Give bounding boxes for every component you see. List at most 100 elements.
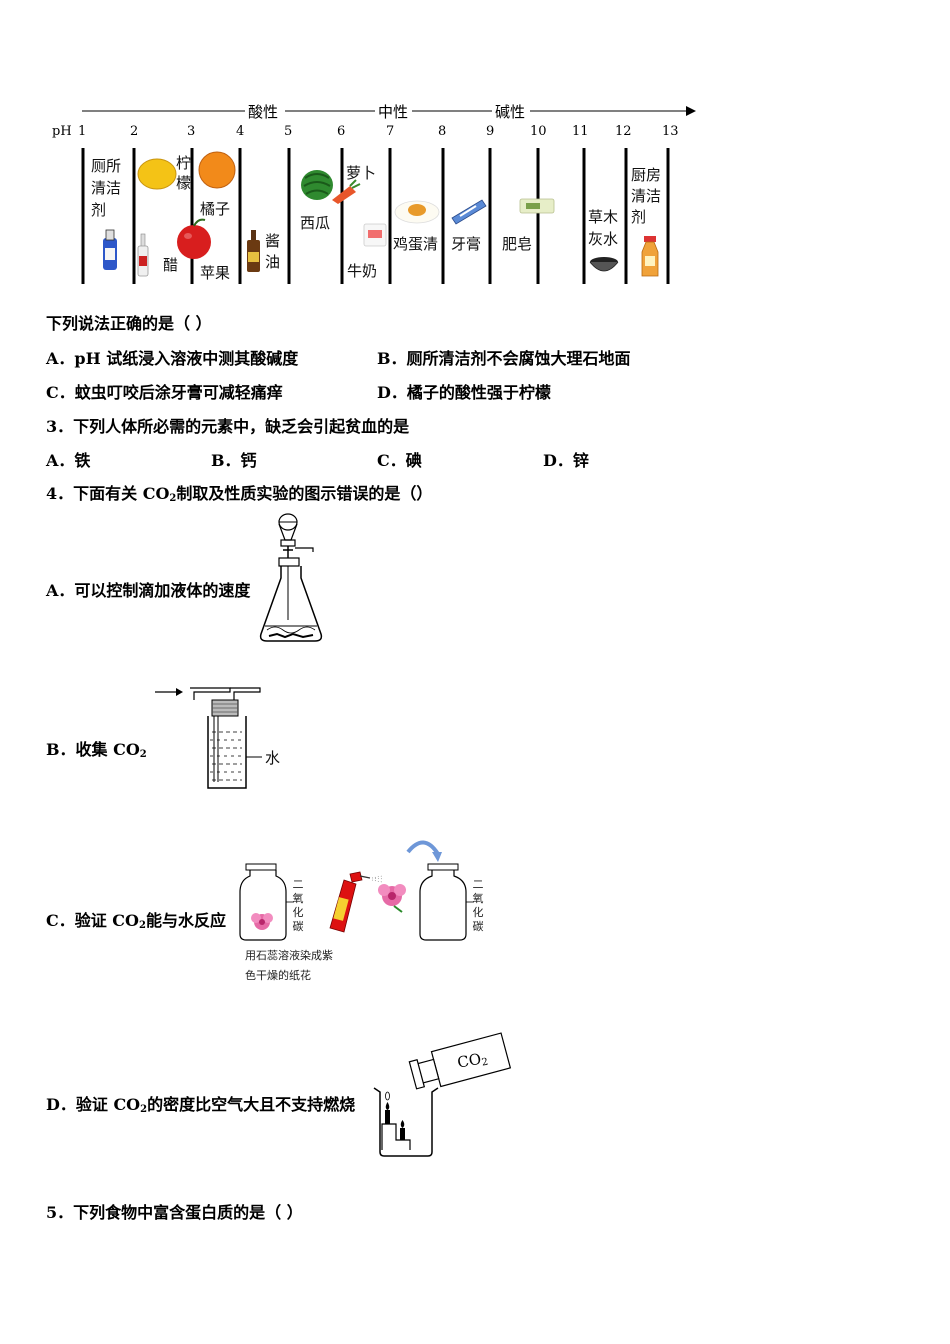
ph-tick-label: 1 [78, 124, 87, 139]
q4-option-d-post: 的密度比空气大且不支持燃烧 [147, 1095, 356, 1114]
ph-arrow-head [686, 106, 696, 116]
q3-option-a[interactable]: A．铁 [46, 451, 91, 470]
q3-stem: 3．下列人体所必需的元素中，缺乏会引起贫血的是 [46, 417, 410, 436]
kitchen-cleaner-spray-icon [641, 236, 659, 277]
radish-icon [332, 179, 361, 204]
jar-label-char: 化 [292, 906, 304, 919]
q2-option-b[interactable]: B．厕所清洁剂不会腐蚀大理石地面 [377, 349, 631, 368]
vinegar-label: 醋 [163, 256, 179, 274]
kitchen-cleaner-label: 厨房 [631, 166, 662, 184]
q4-option-d[interactable]: D．验证 CO2的密度比空气大且不支持燃烧 [46, 1091, 355, 1115]
gas-collection-bottle-diagram [155, 687, 262, 789]
q5-stem: 5．下列食物中富含蛋白质的是（ ） [46, 1203, 303, 1222]
ash-water-label: 草木 [588, 208, 619, 226]
lemon-icon [137, 158, 177, 190]
soy-sauce-label: 油 [265, 253, 281, 271]
toilet-cleaner-icon [103, 229, 117, 270]
toothpaste-label: 牙膏 [451, 235, 482, 253]
q4-option-b-pre: B．收集 CO [46, 740, 140, 759]
q2-option-a[interactable]: A．pH 试纸浸入溶液中测其酸碱度 [46, 349, 299, 368]
q4-stem-sub: 2 [169, 493, 177, 504]
jar-label-char: 碳 [472, 920, 484, 933]
q3-option-c[interactable]: C．碘 [377, 451, 422, 470]
orange-icon [198, 151, 236, 189]
ph-tick-label: 11 [572, 124, 589, 139]
orange-label: 橘子 [200, 200, 231, 218]
jar-label-char: 化 [472, 906, 484, 919]
soap-label: 肥皂 [502, 235, 533, 253]
q4-option-c-pre: C．验证 CO [46, 911, 139, 930]
jar-label-char: 碳 [292, 920, 304, 933]
curved-arrow-icon [406, 840, 440, 856]
vinegar-bottle-icon [137, 233, 149, 277]
toilet-cleaner-label: 剂 [91, 201, 107, 219]
radish-label: 萝卜 [346, 164, 377, 182]
q4-option-d-sub: 2 [140, 1104, 148, 1115]
q4-option-c[interactable]: C．验证 CO2能与水反应 [46, 907, 226, 931]
paper-flower-icon [251, 913, 273, 930]
spray-bottle-icon [329, 871, 385, 933]
q4-option-a[interactable]: A．可以控制滴加液体的速度 [46, 581, 251, 600]
lemon-label: 檬 [176, 174, 192, 192]
zone-acid-label: 酸性 [248, 103, 279, 121]
q4-stem-pre: 4．下面有关 CO [46, 484, 170, 503]
ph-tick-label: 8 [438, 124, 447, 139]
q4-option-d-pre: D．验证 CO [46, 1095, 141, 1114]
toilet-cleaner-label: 厕所 [91, 157, 122, 175]
q3-option-d[interactable]: D．锌 [543, 451, 589, 470]
ph-tick-label: 5 [284, 124, 293, 139]
watermelon-label: 西瓜 [300, 214, 331, 232]
q2-stem: 下列说法正确的是（ ） [46, 314, 212, 333]
apple-label: 苹果 [200, 264, 231, 282]
q2-option-c[interactable]: C．蚊虫叮咬后涂牙膏可减轻痛痒 [46, 383, 283, 402]
q2-option-d[interactable]: D．橘子的酸性强于柠檬 [377, 383, 551, 402]
ph-tick-label: 2 [130, 124, 139, 139]
q4-option-b[interactable]: B．收集 CO2 [46, 736, 147, 760]
ph-tick-label: 12 [615, 124, 632, 139]
egg-white-icon [394, 200, 440, 224]
ph-axis-label: pH [52, 124, 72, 139]
co2-bottle-icon [408, 1032, 512, 1090]
co2-candle-beaker-diagram [373, 1032, 512, 1157]
jar-label-char: 氧 [292, 892, 304, 905]
ph-tick-label: 7 [386, 124, 395, 139]
zone-base-label: 碱性 [495, 103, 526, 121]
ph-tick-label: 4 [236, 124, 245, 139]
ph-tick-label: 9 [486, 124, 495, 139]
co2-bottle-label-pre: CO [456, 1049, 483, 1072]
ash-water-bowl-icon [589, 257, 619, 272]
ph-tick-label: 13 [662, 124, 679, 139]
water-label: 水 [265, 749, 281, 767]
paper-flower-icon [378, 884, 406, 913]
q4-stem-post: 制取及性质实验的图示错误的是（） [176, 484, 433, 503]
ph-tick-label: 3 [187, 124, 196, 139]
ph-tick-label: 10 [530, 124, 547, 139]
co2-jar-label-left: 二 氧 化 碳 [292, 878, 304, 934]
co2-jar-label-right: 二 氧 化 碳 [472, 878, 484, 934]
watermelon-icon [301, 170, 333, 200]
zone-neutral-label: 中性 [378, 103, 409, 121]
q4-option-c-sub: 2 [138, 920, 146, 931]
ash-water-label: 灰水 [588, 230, 619, 248]
co2-litmus-flower-diagram [239, 840, 474, 941]
toilet-cleaner-label: 清洁 [91, 179, 122, 197]
caption-line: 色干燥的纸花 [245, 969, 311, 982]
jar-label-char: 氧 [472, 892, 484, 905]
soap-icon [519, 198, 555, 214]
ph-chart: 酸性 中性 碱性 pH 1 2 3 4 5 6 7 8 9 10 11 12 1… [0, 0, 950, 300]
jar-label-char: 二 [472, 878, 484, 891]
egg-white-label: 鸡蛋清 [393, 235, 439, 253]
ph-tick-label: 6 [337, 124, 346, 139]
soy-sauce-bottle-icon [247, 230, 260, 272]
milk-label: 牛奶 [347, 262, 378, 280]
milk-carton-icon [363, 223, 387, 247]
lemon-label: 柠 [176, 154, 192, 172]
kitchen-cleaner-label: 剂 [631, 208, 647, 226]
ph-chart-graphics [81, 106, 696, 284]
litmus-flower-caption: 用石蕊溶液染成紫 色干燥的纸花 [245, 946, 333, 986]
separatory-funnel-flask-diagram [259, 513, 323, 642]
q4-stem: 4．下面有关 CO2制取及性质实验的图示错误的是（） [46, 480, 432, 504]
soy-sauce-label: 酱 [265, 232, 281, 250]
q3-option-b[interactable]: B．钙 [211, 451, 257, 470]
caption-line: 用石蕊溶液染成紫 [245, 949, 333, 962]
